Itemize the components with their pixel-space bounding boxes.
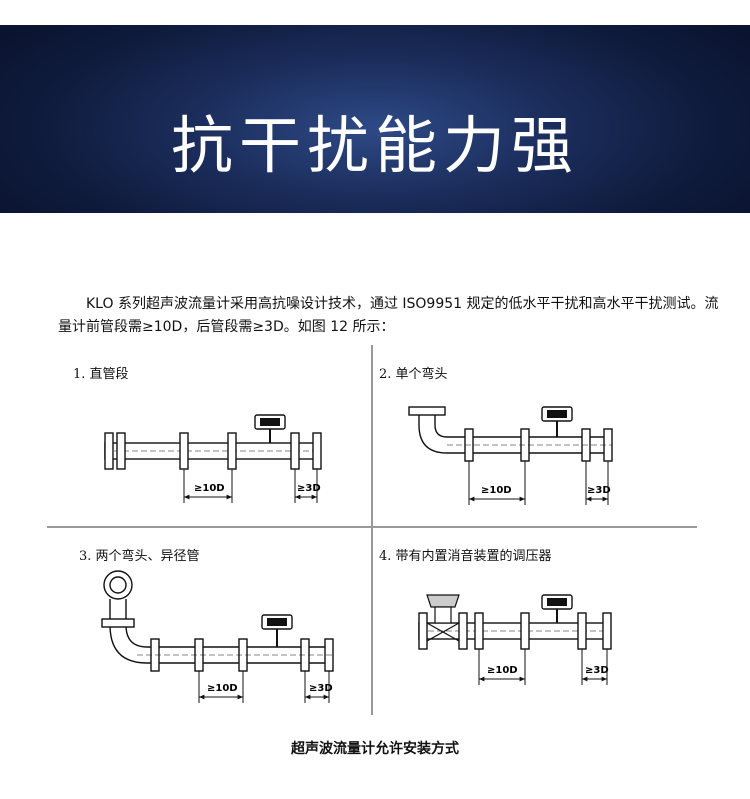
downstream-length-label: ≥3D — [297, 483, 321, 494]
panel-4-label: 4. 带有内置消音装置的调压器 — [379, 549, 552, 564]
banner-title: 抗干扰能力强 — [170, 109, 579, 182]
installation-diagram: ≥10D ≥3D ≥10D ≥3D — [47, 345, 697, 715]
panel-regulator-silencer: ≥10D ≥3D — [418, 594, 612, 685]
regulator-dome — [426, 594, 460, 608]
downstream-length-label: ≥3D — [309, 683, 333, 694]
downstream-length-label: ≥3D — [585, 665, 609, 676]
downstream-length-label: ≥3D — [587, 485, 611, 496]
installation-figure: ≥10D ≥3D ≥10D ≥3D — [47, 345, 697, 715]
upstream-length-label: ≥10D — [194, 483, 225, 494]
intro-paragraph: KLO 系列超声波流量计采用高抗噪设计技术，通过 ISO9951 规定的低水平干… — [58, 296, 719, 335]
panel-single-elbow: ≥10D ≥3D — [408, 406, 613, 505]
flanges — [104, 432, 322, 470]
panel-2-label: 2. 单个弯头 — [379, 367, 448, 382]
figure-caption: 超声波流量计允许安装方式 — [291, 741, 459, 757]
flanges — [418, 612, 612, 650]
panel-straight-pipe: ≥10D ≥3D — [104, 414, 322, 503]
panel-3-label: 3. 两个弯头、异径管 — [79, 549, 200, 564]
regulator-valve — [426, 622, 460, 642]
panel-1-label: 1. 直管段 — [73, 367, 129, 382]
header-banner: 抗干扰能力强 — [0, 25, 750, 213]
upstream-length-label: ≥10D — [207, 683, 238, 694]
upstream-length-label: ≥10D — [487, 665, 518, 676]
panel-two-elbows-reducer: ≥10D ≥3D — [101, 570, 334, 703]
upstream-length-label: ≥10D — [481, 485, 512, 496]
